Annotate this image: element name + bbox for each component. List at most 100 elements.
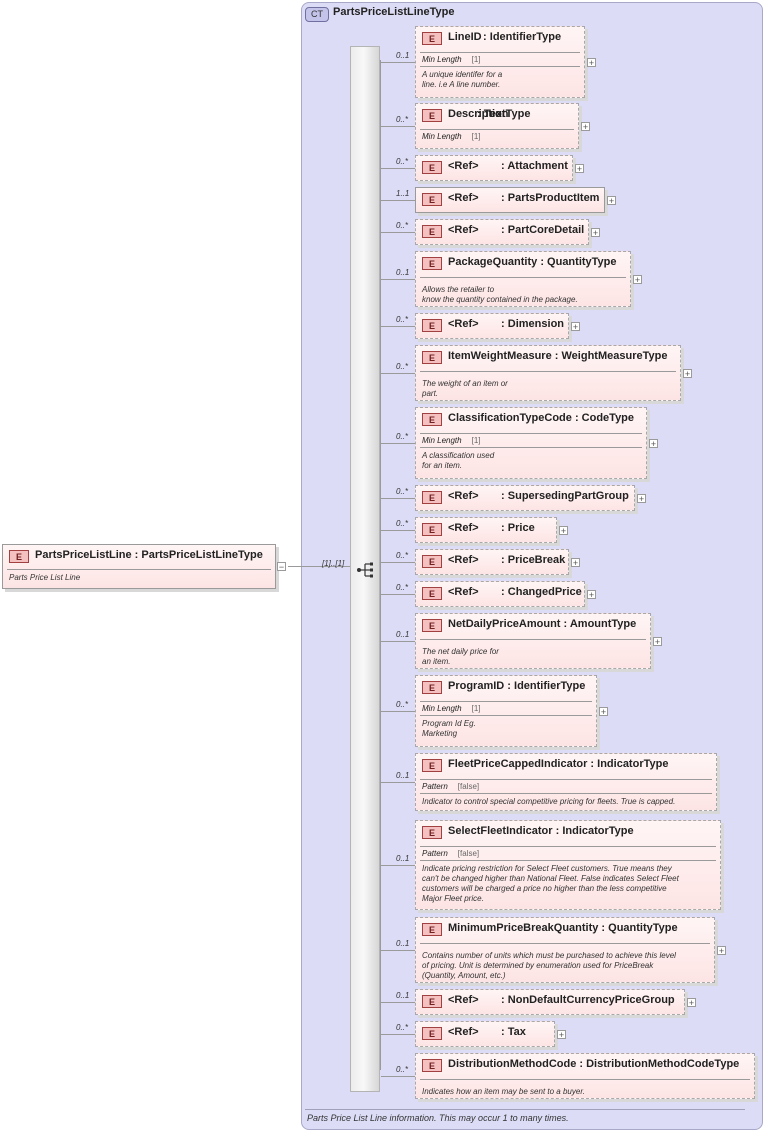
root-element-type: : PartsPriceListLineType bbox=[134, 549, 263, 561]
documentation-line: know the quantity contained in the packa… bbox=[422, 295, 578, 304]
root-element-box[interactable]: E PartsPriceListLine : PartsPriceListLin… bbox=[2, 544, 276, 589]
root-element-documentation: Parts Price List Line bbox=[9, 573, 81, 582]
element-documentation: Contains number of units which must be p… bbox=[422, 951, 708, 981]
element-connector-line bbox=[381, 326, 415, 327]
element-type: : Tax bbox=[498, 1026, 526, 1038]
expand-toggle-icon[interactable]: + bbox=[587, 58, 596, 68]
element-box[interactable]: E<Ref> : PartCoreDetail bbox=[415, 219, 589, 245]
element-box[interactable]: E<Ref> : Attachment bbox=[415, 155, 573, 181]
element-box[interactable]: E<Ref> : Price bbox=[415, 517, 557, 543]
element-connector-line bbox=[381, 594, 415, 595]
element-badge: E bbox=[422, 1027, 442, 1040]
documentation-line: Contains number of units which must be p… bbox=[422, 951, 676, 960]
element-name-text: NetDailyPriceAmount bbox=[448, 618, 561, 630]
element-box[interactable]: E<Ref> : Dimension bbox=[415, 313, 569, 339]
element-name-text: <Ref> bbox=[448, 994, 479, 1006]
documentation-line: Indicate pricing restriction for Select … bbox=[422, 864, 672, 873]
element-type: : WeightMeasureType bbox=[551, 350, 668, 362]
element-connector-line bbox=[381, 865, 415, 866]
element-cardinality: 0..* bbox=[396, 583, 409, 592]
expand-toggle-icon[interactable]: + bbox=[683, 369, 692, 379]
element-badge: E bbox=[422, 587, 442, 600]
documentation-line: Program Id Eg. bbox=[422, 719, 476, 728]
element-name: <Ref> : NonDefaultCurrencyPriceGroup bbox=[448, 994, 675, 1006]
expand-toggle-icon[interactable]: + bbox=[581, 122, 590, 132]
element-documentation: Indicator to control special competitive… bbox=[422, 797, 710, 807]
element-divider bbox=[420, 846, 716, 847]
element-cardinality: 1..1 bbox=[396, 189, 410, 198]
expand-toggle-icon[interactable]: + bbox=[607, 196, 616, 206]
element-box[interactable]: E<Ref> : PriceBreak bbox=[415, 549, 569, 575]
root-element-divider bbox=[7, 569, 271, 570]
expand-toggle-icon[interactable]: + bbox=[591, 228, 600, 238]
element-type: : PartCoreDetail bbox=[498, 224, 585, 236]
element-cardinality: 0..* bbox=[396, 551, 409, 560]
element-divider bbox=[420, 1079, 750, 1080]
expand-toggle-icon[interactable]: + bbox=[653, 637, 662, 647]
element-name-text: DistributionMethodCode bbox=[448, 1058, 577, 1070]
element-connector-line bbox=[381, 498, 415, 499]
element-divider bbox=[420, 129, 574, 130]
expand-toggle-icon[interactable]: + bbox=[717, 946, 726, 956]
element-box[interactable]: E<Ref> : NonDefaultCurrencyPriceGroup bbox=[415, 989, 685, 1015]
element-facet: Pattern[false] bbox=[422, 849, 479, 858]
element-type: : SupersedingPartGroup bbox=[498, 490, 629, 502]
expand-toggle-icon[interactable]: + bbox=[687, 998, 696, 1008]
expand-toggle-icon[interactable]: + bbox=[571, 558, 580, 568]
expand-toggle-icon[interactable]: + bbox=[649, 439, 658, 449]
element-name: DistributionMethodCode : DistributionMet… bbox=[448, 1058, 739, 1070]
root-element-name: PartsPriceListLine : PartsPriceListLineT… bbox=[35, 549, 263, 561]
element-connector-line bbox=[381, 200, 415, 201]
collapse-toggle-icon[interactable]: − bbox=[277, 562, 286, 572]
element-divider bbox=[420, 793, 712, 794]
element-name: <Ref> : Tax bbox=[448, 1026, 526, 1038]
element-name: <Ref> : PartCoreDetail bbox=[448, 224, 584, 236]
facet-value: [1] bbox=[471, 704, 481, 713]
element-type: : Price bbox=[498, 522, 535, 534]
complex-type-badge: CT bbox=[305, 7, 329, 22]
documentation-line: an item. bbox=[422, 657, 451, 666]
element-name: ClassificationTypeCode : CodeType bbox=[448, 412, 634, 424]
expand-toggle-icon[interactable]: + bbox=[559, 526, 568, 536]
expand-toggle-icon[interactable]: + bbox=[575, 164, 584, 174]
element-connector-line bbox=[381, 373, 415, 374]
expand-toggle-icon[interactable]: + bbox=[599, 707, 608, 717]
element-badge: E bbox=[422, 681, 442, 694]
element-badge: E bbox=[422, 826, 442, 839]
element-cardinality: 0..* bbox=[396, 315, 409, 324]
expand-toggle-icon[interactable]: + bbox=[637, 494, 646, 504]
element-box[interactable]: E<Ref> : ChangedPrice bbox=[415, 581, 585, 607]
element-box[interactable]: E<Ref> : SupersedingPartGroup bbox=[415, 485, 635, 511]
element-connector-line bbox=[381, 641, 415, 642]
element-documentation: Program Id Eg.Marketing bbox=[422, 719, 590, 739]
expand-toggle-icon[interactable]: + bbox=[587, 590, 596, 600]
element-type: : CodeType bbox=[571, 412, 635, 424]
element-divider bbox=[420, 52, 580, 53]
expand-toggle-icon[interactable]: + bbox=[633, 275, 642, 285]
element-connector-line bbox=[381, 562, 415, 563]
element-name-text: <Ref> bbox=[448, 522, 479, 534]
element-cardinality: 0..* bbox=[396, 362, 409, 371]
element-box[interactable]: E <Ref> : Tax bbox=[415, 1021, 555, 1047]
element-badge: E bbox=[422, 32, 442, 45]
element-box[interactable]: E<Ref> : PartsProductItem bbox=[415, 187, 605, 213]
expand-toggle-icon[interactable]: + bbox=[557, 1030, 566, 1040]
element-type: : PartsProductItem bbox=[498, 192, 600, 204]
expand-toggle-icon[interactable]: + bbox=[571, 322, 580, 332]
documentation-line: The weight of an item or bbox=[422, 379, 508, 388]
element-type: : QuantityType bbox=[598, 922, 678, 934]
element-documentation: Indicates how an item may be sent to a b… bbox=[422, 1087, 748, 1097]
element-name: <Ref> : PartsProductItem bbox=[448, 192, 599, 204]
